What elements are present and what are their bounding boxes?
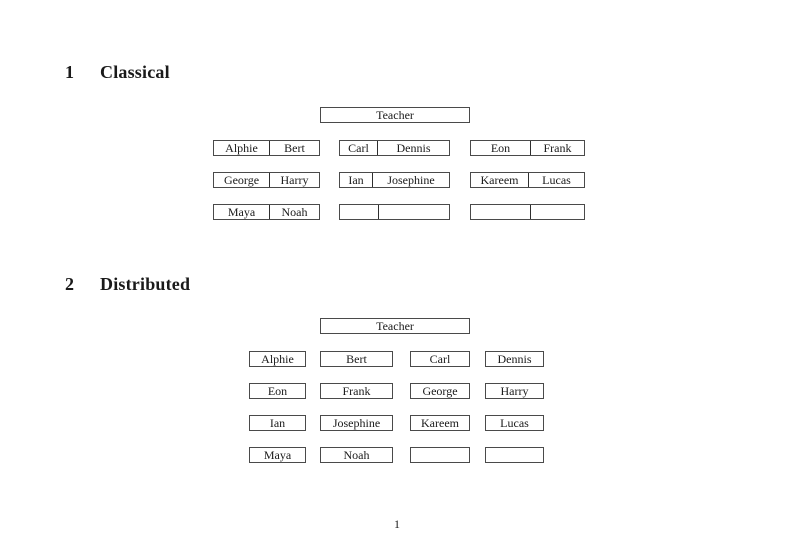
- student-desk: George: [410, 383, 470, 399]
- desk: Ian Josephine: [339, 172, 450, 188]
- seat-label: Maya: [214, 205, 270, 219]
- seat-label: George: [214, 173, 270, 187]
- desk: Alphie Bert: [213, 140, 320, 156]
- student-desk: Carl: [410, 351, 470, 367]
- student-desk: Dennis: [485, 351, 544, 367]
- student-label: Lucas: [500, 416, 529, 430]
- section-number: 2: [65, 274, 75, 294]
- student-label: Ian: [269, 416, 286, 430]
- seat-label: Frank: [543, 141, 572, 155]
- student-desk: Alphie: [249, 351, 306, 367]
- student-label: Dennis: [497, 352, 532, 366]
- seat-label: Bert: [284, 141, 305, 155]
- section-title: Distributed: [100, 274, 191, 294]
- desk: Eon Frank: [470, 140, 585, 156]
- student-label: Alphie: [261, 352, 294, 366]
- student-label: Carl: [429, 352, 451, 366]
- student-label: Maya: [263, 448, 292, 462]
- teacher-box: Teacher: [320, 318, 470, 334]
- seat-label: Eon: [471, 141, 531, 155]
- student-desk: Maya: [249, 447, 306, 463]
- section-number: 1: [65, 62, 75, 82]
- student-desk: [485, 447, 544, 463]
- seat-label: Noah: [281, 205, 308, 219]
- student-label: Kareem: [421, 416, 459, 430]
- student-desk: Ian: [249, 415, 306, 431]
- student-label: Frank: [342, 384, 371, 398]
- page-number: 1: [394, 517, 400, 531]
- student-desk: Frank: [320, 383, 393, 399]
- desk: [470, 204, 585, 220]
- desk: George Harry: [213, 172, 320, 188]
- teacher-label: Teacher: [376, 319, 414, 333]
- desk: Carl Dennis: [339, 140, 450, 156]
- seat-label: [471, 205, 531, 219]
- teacher-label: Teacher: [376, 108, 414, 122]
- student-label: Josephine: [332, 416, 381, 430]
- student-desk: Harry: [485, 383, 544, 399]
- seat-label: [379, 205, 449, 219]
- student-desk: [410, 447, 470, 463]
- seat-label: Lucas: [542, 173, 571, 187]
- student-label: Harry: [500, 384, 529, 398]
- student-desk: Josephine: [320, 415, 393, 431]
- section-title: Classical: [100, 62, 170, 82]
- student-label: George: [422, 384, 458, 398]
- student-label: Noah: [343, 448, 370, 462]
- student-desk: Bert: [320, 351, 393, 367]
- seat-label: Dennis: [396, 141, 431, 155]
- student-desk: Kareem: [410, 415, 470, 431]
- section-heading-classical: 1 Classical: [65, 63, 170, 81]
- seat-label: [531, 205, 584, 219]
- student-desk: Noah: [320, 447, 393, 463]
- seat-label: Alphie: [214, 141, 270, 155]
- desk: [339, 204, 450, 220]
- seat-label: Kareem: [471, 173, 529, 187]
- seat-label: Ian: [340, 173, 373, 187]
- teacher-box: Teacher: [320, 107, 470, 123]
- student-desk: Lucas: [485, 415, 544, 431]
- section-heading-distributed: 2 Distributed: [65, 275, 190, 293]
- seat-label: Josephine: [387, 173, 435, 187]
- student-label: Bert: [346, 352, 367, 366]
- seat-label: [340, 205, 379, 219]
- desk: Maya Noah: [213, 204, 320, 220]
- student-desk: Eon: [249, 383, 306, 399]
- desk: Kareem Lucas: [470, 172, 585, 188]
- seat-label: Carl: [340, 141, 378, 155]
- seat-label: Harry: [280, 173, 309, 187]
- student-label: Eon: [267, 384, 288, 398]
